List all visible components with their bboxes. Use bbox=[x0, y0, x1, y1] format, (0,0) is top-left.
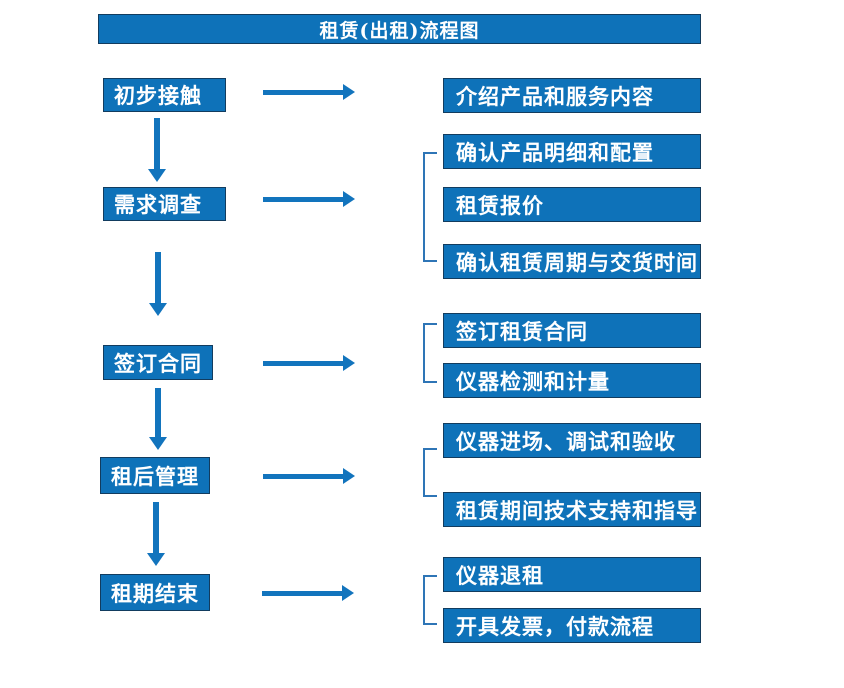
arrow-shaft bbox=[263, 361, 344, 366]
stage-box-post-rental-management: 租后管理 bbox=[100, 457, 210, 494]
detail-box-technical-support: 租赁期间技术支持和指导 bbox=[443, 492, 701, 527]
detail-box-invoice-payment: 开具发票，付款流程 bbox=[443, 608, 701, 643]
bracket-connector bbox=[423, 323, 437, 383]
arrow-head bbox=[343, 84, 355, 100]
detail-box-instrument-testing: 仪器检测和计量 bbox=[443, 363, 701, 398]
arrow-down-icon bbox=[147, 502, 165, 566]
arrow-head bbox=[148, 169, 166, 182]
arrow-shaft bbox=[263, 90, 344, 95]
detail-box-confirm-rental-period: 确认租赁周期与交货时间 bbox=[443, 244, 701, 279]
detail-box-introduce-products-services: 介绍产品和服务内容 bbox=[443, 78, 701, 113]
arrow-head bbox=[343, 468, 355, 484]
arrow-head bbox=[149, 437, 167, 450]
arrow-head bbox=[149, 303, 167, 316]
arrow-right-icon bbox=[263, 191, 355, 207]
arrow-down-icon bbox=[148, 118, 166, 182]
detail-box-rental-quote: 租赁报价 bbox=[443, 187, 701, 222]
arrow-shaft bbox=[263, 197, 344, 202]
detail-box-instrument-installation: 仪器进场、调试和验收 bbox=[443, 423, 701, 458]
stage-box-initial-contact: 初步接触 bbox=[103, 78, 226, 112]
flowchart-title: 租赁(出租)流程图 bbox=[98, 14, 701, 44]
arrow-down-icon bbox=[149, 252, 167, 316]
arrow-shaft bbox=[154, 118, 160, 170]
detail-box-instrument-return: 仪器退租 bbox=[443, 557, 701, 592]
arrow-right-icon bbox=[263, 84, 355, 100]
arrow-head bbox=[343, 191, 355, 207]
arrow-down-icon bbox=[149, 388, 167, 450]
bracket-connector bbox=[423, 152, 437, 262]
arrow-head bbox=[342, 585, 354, 601]
arrow-shaft bbox=[262, 591, 343, 596]
arrow-right-icon bbox=[263, 468, 355, 484]
arrow-head bbox=[147, 553, 165, 566]
stage-box-demand-survey: 需求调查 bbox=[103, 187, 226, 221]
bracket-connector bbox=[423, 448, 437, 497]
detail-box-sign-rental-contract: 签订租赁合同 bbox=[443, 313, 701, 348]
stage-box-rental-end: 租期结束 bbox=[100, 574, 210, 611]
arrow-shaft bbox=[153, 502, 159, 554]
arrow-shaft bbox=[155, 252, 161, 304]
detail-box-confirm-product-details: 确认产品明细和配置 bbox=[443, 134, 701, 169]
arrow-right-icon bbox=[263, 355, 355, 371]
arrow-head bbox=[343, 355, 355, 371]
arrow-shaft bbox=[155, 388, 161, 438]
arrow-right-icon bbox=[262, 585, 354, 601]
bracket-connector bbox=[423, 575, 437, 625]
stage-box-sign-contract: 签订合同 bbox=[103, 345, 213, 380]
arrow-shaft bbox=[263, 474, 344, 479]
